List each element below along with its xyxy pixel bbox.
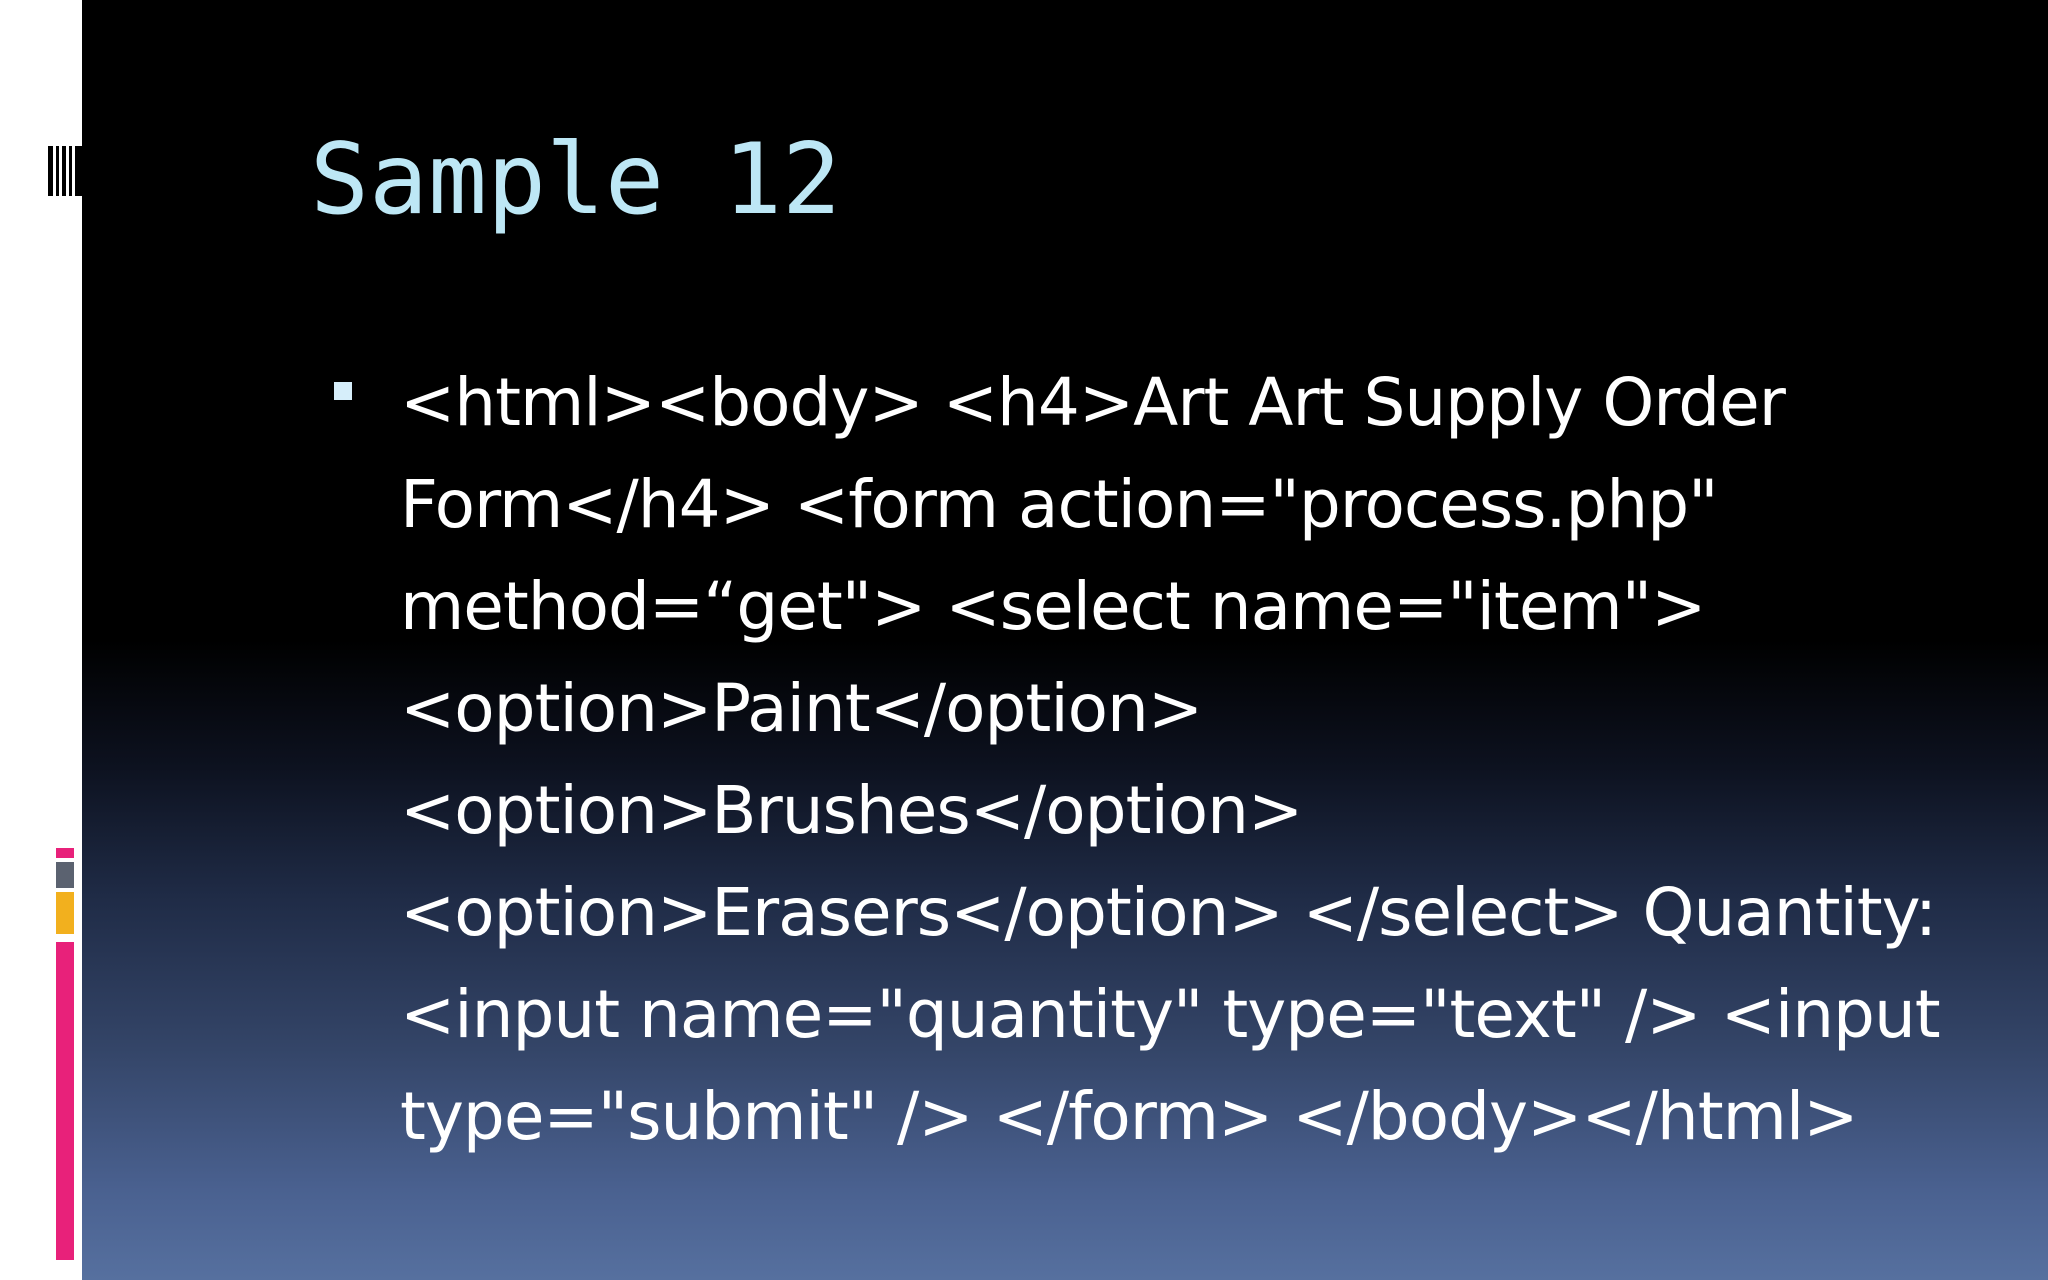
accent-bars-decoration: [56, 848, 74, 1260]
bullet-text-line: <option>Erasers</option> </select> Quant…: [400, 874, 1937, 951]
barcode-decoration-icon: [48, 146, 83, 196]
bullet-text-line: <option>Brushes</option>: [400, 772, 1303, 849]
bullet-text-line: <input name="quantity" type="text" /> <i…: [400, 976, 1941, 1053]
bullet-text-line: Form</h4> <form action="process.php": [400, 466, 1718, 543]
bullet-text-line: method=“get"> <select name="item">: [400, 568, 1706, 645]
bullet-text: <html><body> <h4>Art Art Supply Order Fo…: [400, 352, 2040, 1168]
slide-title: Sample 12: [310, 123, 842, 237]
bullet-text-line: <option>Paint</option>: [400, 670, 1203, 747]
bullet-text-line: <html><body> <h4>Art Art Supply Order: [400, 364, 1786, 441]
bullet-text-line: type="submit" /> </form> </body></html>: [400, 1078, 1859, 1155]
left-decor-strip: [0, 0, 83, 1280]
slide-content-area: Sample 12 <html><body> <h4>Art Art Suppl…: [82, 0, 2048, 1280]
bullet-square-icon: [334, 382, 352, 400]
